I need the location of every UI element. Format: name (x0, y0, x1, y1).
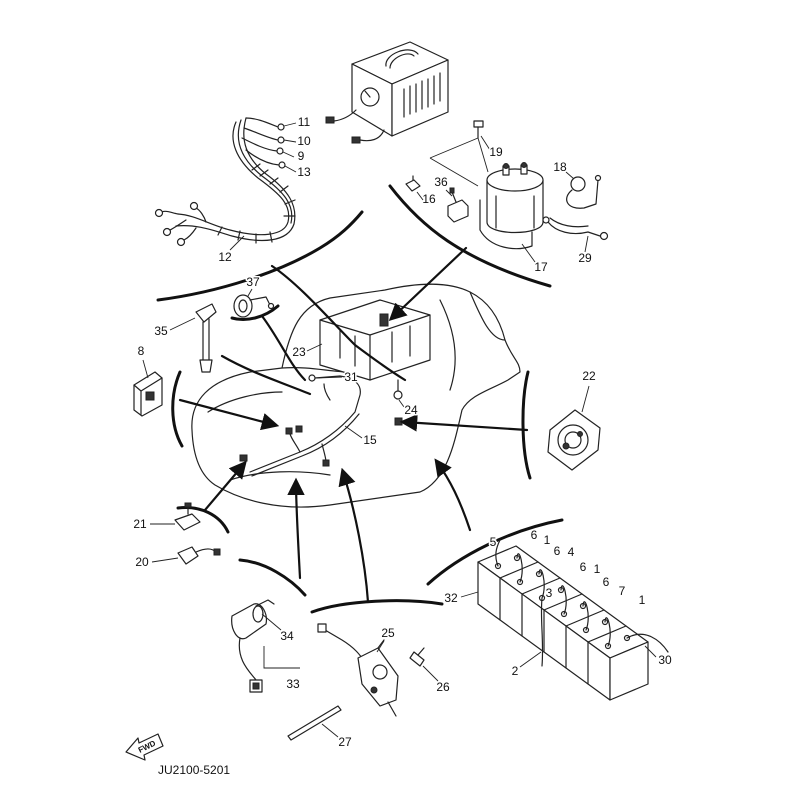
callout-11: 11 (298, 115, 311, 129)
callout-34: 34 (280, 629, 294, 643)
callout-19: 19 (489, 145, 503, 159)
connection-lines (178, 246, 529, 604)
bracket-plate-21 (174, 502, 201, 531)
cable-2 (540, 597, 544, 667)
bolt-26 (409, 647, 425, 667)
callout-8: 8 (138, 344, 145, 358)
battery-charger (325, 41, 449, 144)
key-switch-34 (231, 599, 275, 681)
drawing-number: JU2100-5201 (158, 763, 230, 777)
horn-37 (233, 294, 275, 318)
group-brackets (156, 184, 564, 614)
callout-31: 31 (344, 370, 358, 384)
callout-7: 7 (619, 584, 626, 598)
callout-6-a: 6 (531, 528, 538, 542)
connector-33 (249, 679, 263, 693)
harness-wrap-marks (217, 163, 296, 244)
part-18 (566, 174, 602, 209)
callout-26: 26 (436, 680, 450, 694)
callout-2: 2 (512, 664, 519, 678)
charger-vents (403, 72, 441, 118)
callout-36: 36 (434, 175, 448, 189)
callout-3: 3 (546, 586, 553, 600)
callout-20: 20 (135, 555, 149, 569)
wire-harness (154, 117, 296, 247)
callout-leaders (142, 122, 657, 738)
part-16 (405, 175, 421, 192)
callout-33: 33 (286, 677, 300, 691)
callout-17: 17 (534, 260, 548, 274)
part-20 (177, 546, 221, 565)
callout-4: 4 (568, 545, 575, 559)
callout-15: 15 (363, 433, 377, 447)
bracket-motor-22 (521, 370, 532, 480)
switch-box-8 (133, 371, 163, 417)
callout-6-c: 6 (580, 560, 587, 574)
callout-21: 21 (133, 517, 147, 531)
cable-29 (542, 216, 609, 241)
cable-tie-27 (287, 705, 342, 741)
bracket-switch-8 (171, 370, 184, 448)
callout-24: 24 (404, 403, 418, 417)
callout-29: 29 (578, 251, 592, 265)
callout-6-d: 6 (603, 575, 610, 589)
battery-cables (495, 539, 669, 667)
switch-36 (447, 187, 469, 223)
callout-labels: 11 10 9 13 12 19 18 36 16 17 29 37 35 8 … (132, 114, 674, 751)
cart-body (191, 283, 521, 508)
callout-27: 27 (338, 735, 352, 749)
sensor-35 (195, 303, 217, 373)
callout-25: 25 (381, 626, 395, 640)
bracket-key-switch (238, 558, 307, 597)
callout-10: 10 (297, 134, 311, 148)
bracket-harness (156, 210, 364, 302)
battery-dividers (499, 561, 627, 685)
bracket-parts-20-21 (176, 505, 230, 534)
callout-13: 13 (297, 165, 311, 179)
callout-32: 32 (444, 591, 458, 605)
solenoid (479, 162, 544, 250)
callout-23: 23 (292, 345, 306, 359)
callout-6-b: 6 (554, 544, 561, 558)
callout-30: 30 (658, 653, 672, 667)
bracket-horn (230, 304, 280, 321)
bolt-19 (429, 120, 489, 187)
bracket-solenoid (388, 184, 552, 288)
battery-pack (477, 539, 669, 701)
callout-12: 12 (218, 250, 232, 264)
assembly-25 (317, 623, 399, 717)
callout-16: 16 (422, 192, 436, 206)
callout-9: 9 (298, 149, 305, 163)
callout-18: 18 (553, 160, 567, 174)
forward-arrow-icon: FWD (125, 733, 164, 761)
callout-37: 37 (246, 275, 260, 289)
callout-22: 22 (582, 369, 596, 383)
callout-1-a: 1 (544, 533, 551, 547)
motor-part-22 (547, 409, 601, 471)
callout-1-c: 1 (639, 593, 646, 607)
bracket-batteries (426, 518, 564, 586)
wire-harness-15 (239, 374, 361, 477)
callout-35: 35 (154, 324, 168, 338)
callout-5: 5 (490, 535, 497, 549)
bracket-throttle (310, 599, 444, 614)
callout-1-b: 1 (594, 562, 601, 576)
